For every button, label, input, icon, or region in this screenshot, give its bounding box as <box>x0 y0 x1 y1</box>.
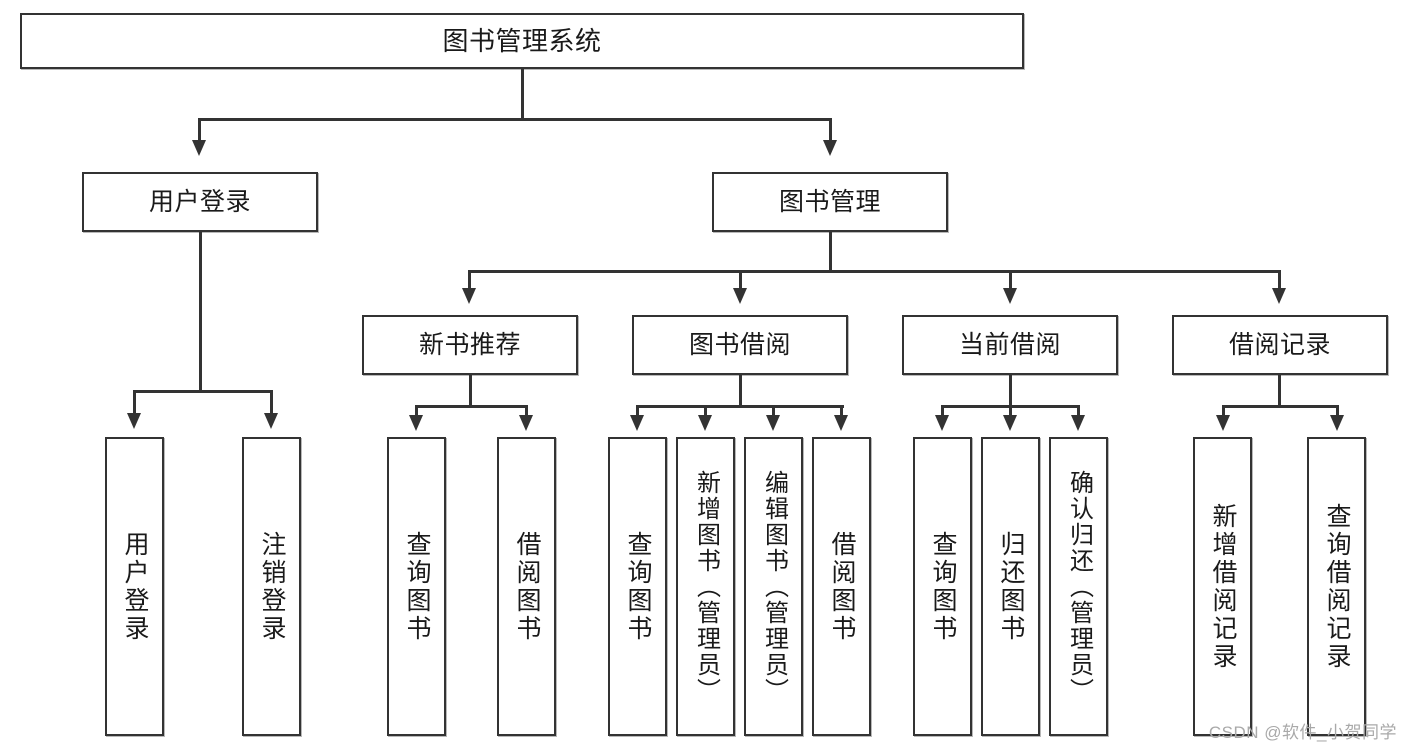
connector-borrow-record-stem <box>1278 375 1281 405</box>
leaf-bb-add-book-admin[interactable]: 新增图书（管理员） <box>676 437 735 736</box>
arrowhead-br-leaf-2 <box>1330 415 1344 431</box>
node-label: 图书管理 <box>778 187 881 216</box>
node-label: 确认归还（管理员） <box>1065 469 1093 704</box>
connector-book-borrow-stem <box>739 375 742 405</box>
arrowhead-bb-leaf-3 <box>766 415 780 431</box>
arrowhead-bb-leaf-2 <box>698 415 712 431</box>
leaf-bb-query-book[interactable]: 查询图书 <box>608 437 667 736</box>
node-label: 借阅图书 <box>513 530 541 643</box>
node-label: 借阅图书 <box>828 530 856 643</box>
arrowhead-bb-leaf-1 <box>630 415 644 431</box>
connector-book-management-stem <box>829 232 832 270</box>
node-label: 归还图书 <box>997 530 1025 643</box>
node-label: 新增借阅记录 <box>1209 502 1237 671</box>
connector-drop-bb-leaf-2 <box>704 405 707 421</box>
arrowhead-nbr-leaf-2 <box>519 415 533 431</box>
connector-drop-book-borrow <box>739 270 742 295</box>
arrowhead-cb-leaf-2 <box>1003 415 1017 431</box>
connector-user-login-bus <box>133 390 270 393</box>
connector-drop-bb-leaf-3 <box>772 405 775 421</box>
leaf-cb-query-book[interactable]: 查询图书 <box>913 437 972 736</box>
leaf-logout[interactable]: 注销登录 <box>242 437 301 736</box>
leaf-bb-edit-book-admin[interactable]: 编辑图书（管理员） <box>744 437 803 736</box>
node-user-login[interactable]: 用户登录 <box>82 172 318 232</box>
leaf-cb-return-book[interactable]: 归还图书 <box>981 437 1040 736</box>
node-book-management[interactable]: 图书管理 <box>712 172 948 232</box>
arrowhead-bb-leaf-4 <box>834 415 848 431</box>
node-label: 查询借阅记录 <box>1323 502 1351 671</box>
connector-level3-bus <box>468 270 1280 273</box>
node-label: 查询图书 <box>624 530 652 643</box>
node-label: 当前借阅 <box>958 330 1061 359</box>
connector-drop-br-leaf-1 <box>1222 405 1225 421</box>
connector-drop-current-borrow <box>1009 270 1012 295</box>
node-label: 注销登录 <box>258 530 286 643</box>
arrowhead-book-management <box>823 140 837 156</box>
arrowhead-nbr-leaf-1 <box>409 415 423 431</box>
connector-drop-book-management <box>829 118 832 148</box>
connector-drop-new-book-recommend <box>468 270 471 295</box>
arrowhead-br-leaf-1 <box>1216 415 1230 431</box>
node-new-book-recommend[interactable]: 新书推荐 <box>362 315 578 375</box>
node-label: 编辑图书（管理员） <box>760 469 788 704</box>
connector-drop-bb-leaf-4 <box>840 405 843 421</box>
leaf-bb-borrow-book[interactable]: 借阅图书 <box>812 437 871 736</box>
node-label: 查询图书 <box>403 530 431 643</box>
node-label: 用户登录 <box>148 187 251 216</box>
connector-drop-user-login-leaf-1 <box>133 390 136 421</box>
arrowhead-new-book-recommend <box>462 288 476 304</box>
connector-root-stem <box>521 69 524 118</box>
arrowhead-user-login-leaf-1 <box>127 413 141 429</box>
node-label: 借阅记录 <box>1228 330 1331 359</box>
connector-drop-user-login <box>198 118 201 148</box>
arrowhead-borrow-record <box>1272 288 1286 304</box>
connector-drop-user-login-leaf-2 <box>270 390 273 421</box>
node-label: 查询图书 <box>929 530 957 643</box>
connector-new-book-recommend-bus <box>415 405 528 408</box>
leaf-nbr-query-book[interactable]: 查询图书 <box>387 437 446 736</box>
leaf-user-login[interactable]: 用户登录 <box>105 437 164 736</box>
arrowhead-cb-leaf-1 <box>935 415 949 431</box>
connector-drop-bb-leaf-1 <box>636 405 639 421</box>
node-label: 新书推荐 <box>418 330 521 359</box>
leaf-br-query-record[interactable]: 查询借阅记录 <box>1307 437 1366 736</box>
node-label: 图书管理系统 <box>442 25 602 56</box>
node-book-borrow[interactable]: 图书借阅 <box>632 315 848 375</box>
node-label: 用户登录 <box>121 530 149 643</box>
node-root-book-management-system[interactable]: 图书管理系统 <box>20 13 1024 69</box>
arrowhead-book-borrow <box>733 288 747 304</box>
connector-drop-borrow-record <box>1278 270 1281 295</box>
arrowhead-user-login-leaf-2 <box>264 413 278 429</box>
connector-user-login-stem <box>199 232 202 390</box>
node-borrow-record[interactable]: 借阅记录 <box>1172 315 1388 375</box>
leaf-nbr-borrow-book[interactable]: 借阅图书 <box>497 437 556 736</box>
arrowhead-current-borrow <box>1003 288 1017 304</box>
connector-borrow-record-bus <box>1222 405 1339 408</box>
connector-new-book-recommend-stem <box>469 375 472 405</box>
connector-drop-cb-leaf-1 <box>941 405 944 421</box>
leaf-br-add-record[interactable]: 新增借阅记录 <box>1193 437 1252 736</box>
arrowhead-cb-leaf-3 <box>1071 415 1085 431</box>
connector-level2-bus <box>198 118 832 121</box>
node-current-borrow[interactable]: 当前借阅 <box>902 315 1118 375</box>
node-label: 新增图书（管理员） <box>692 469 720 704</box>
connector-drop-cb-leaf-2 <box>1009 405 1012 421</box>
leaf-cb-confirm-return-admin[interactable]: 确认归还（管理员） <box>1049 437 1108 736</box>
connector-drop-nbr-leaf-1 <box>415 405 418 421</box>
arrowhead-user-login <box>192 140 206 156</box>
connector-drop-nbr-leaf-2 <box>525 405 528 421</box>
connector-current-borrow-stem <box>1009 375 1012 405</box>
node-label: 图书借阅 <box>688 330 791 359</box>
connector-drop-cb-leaf-3 <box>1077 405 1080 421</box>
connector-book-borrow-bus <box>636 405 844 408</box>
connector-drop-br-leaf-2 <box>1336 405 1339 421</box>
